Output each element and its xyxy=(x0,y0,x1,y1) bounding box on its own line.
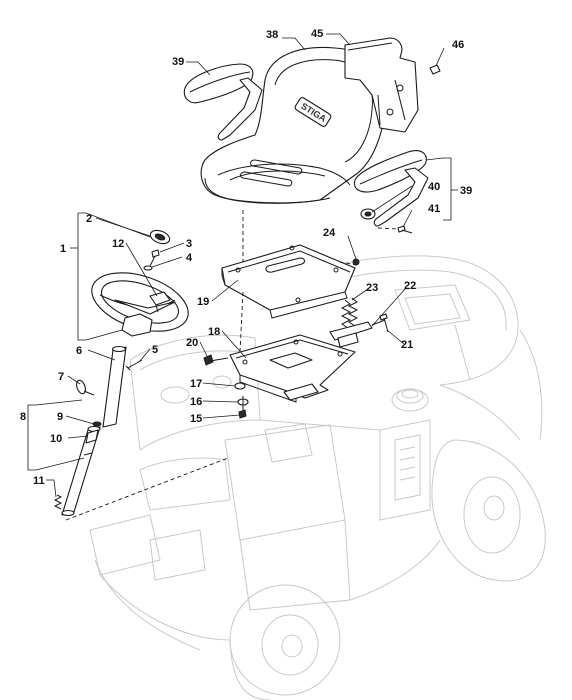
pin-5 xyxy=(125,359,143,371)
seat: STIGA xyxy=(200,46,386,204)
seat-rail-plate xyxy=(229,334,356,403)
callout-16: 16 xyxy=(190,396,202,408)
callout-17: 17 xyxy=(190,378,202,390)
screw-21 xyxy=(379,313,389,333)
bolt-3 xyxy=(149,249,160,267)
callout-21: 21 xyxy=(401,339,413,351)
armrest-left xyxy=(183,63,263,141)
callout-7: 7 xyxy=(58,371,64,383)
bolt-20 xyxy=(203,354,229,366)
callout-41: 41 xyxy=(428,203,440,215)
steering-column-lower xyxy=(61,425,101,517)
callout-46: 46 xyxy=(452,39,464,51)
lever-22 xyxy=(329,319,386,348)
callout-38: 38 xyxy=(266,29,278,41)
knob-7 xyxy=(75,379,95,396)
spring-23 xyxy=(340,297,359,329)
steering-column-upper xyxy=(102,345,127,428)
steering-wheel xyxy=(91,272,189,337)
bolt-15 xyxy=(238,396,247,419)
sleeve-10 xyxy=(85,429,99,444)
callout-12: 12 xyxy=(112,238,124,250)
ring-9 xyxy=(92,421,102,427)
screw-41 xyxy=(397,225,413,234)
callout-40: 40 xyxy=(428,181,440,193)
callout-2: 2 xyxy=(86,213,92,225)
callout-15: 15 xyxy=(190,413,202,425)
callout-39-right: 39 xyxy=(460,185,472,197)
callout-1: 1 xyxy=(60,243,66,255)
seat-back-bracket xyxy=(344,37,419,133)
assembly-lines xyxy=(65,210,399,521)
callout-4: 4 xyxy=(186,252,193,264)
callout-19: 19 xyxy=(197,296,209,308)
callout-11: 11 xyxy=(33,475,45,487)
callout-8: 8 xyxy=(20,411,26,423)
seat-plate xyxy=(221,244,356,319)
callout-10: 10 xyxy=(50,433,62,445)
callout-22: 22 xyxy=(404,280,416,292)
callout-3: 3 xyxy=(186,238,192,250)
clip-46 xyxy=(429,64,441,75)
knob-40 xyxy=(360,208,376,220)
spring-11 xyxy=(53,494,63,510)
washer-4 xyxy=(143,265,153,271)
callout-20: 20 xyxy=(186,337,198,349)
tractor-body-outline xyxy=(89,255,546,700)
callout-45: 45 xyxy=(311,28,323,40)
steering-cap-12 xyxy=(149,291,171,313)
callout-39-left: 39 xyxy=(172,56,184,68)
cap-2 xyxy=(149,229,171,245)
callout-18: 18 xyxy=(208,326,220,338)
callout-23: 23 xyxy=(366,282,378,294)
armrest-right xyxy=(353,150,429,227)
callout-9: 9 xyxy=(57,411,63,423)
callout-24: 24 xyxy=(323,227,336,239)
callout-labels: 1 2 3 4 5 6 7 8 9 10 11 12 15 16 17 18 1… xyxy=(20,28,472,487)
leader-lines xyxy=(27,33,458,498)
washer-17 xyxy=(234,382,246,390)
callout-6: 6 xyxy=(76,345,82,357)
callout-5: 5 xyxy=(152,344,158,356)
